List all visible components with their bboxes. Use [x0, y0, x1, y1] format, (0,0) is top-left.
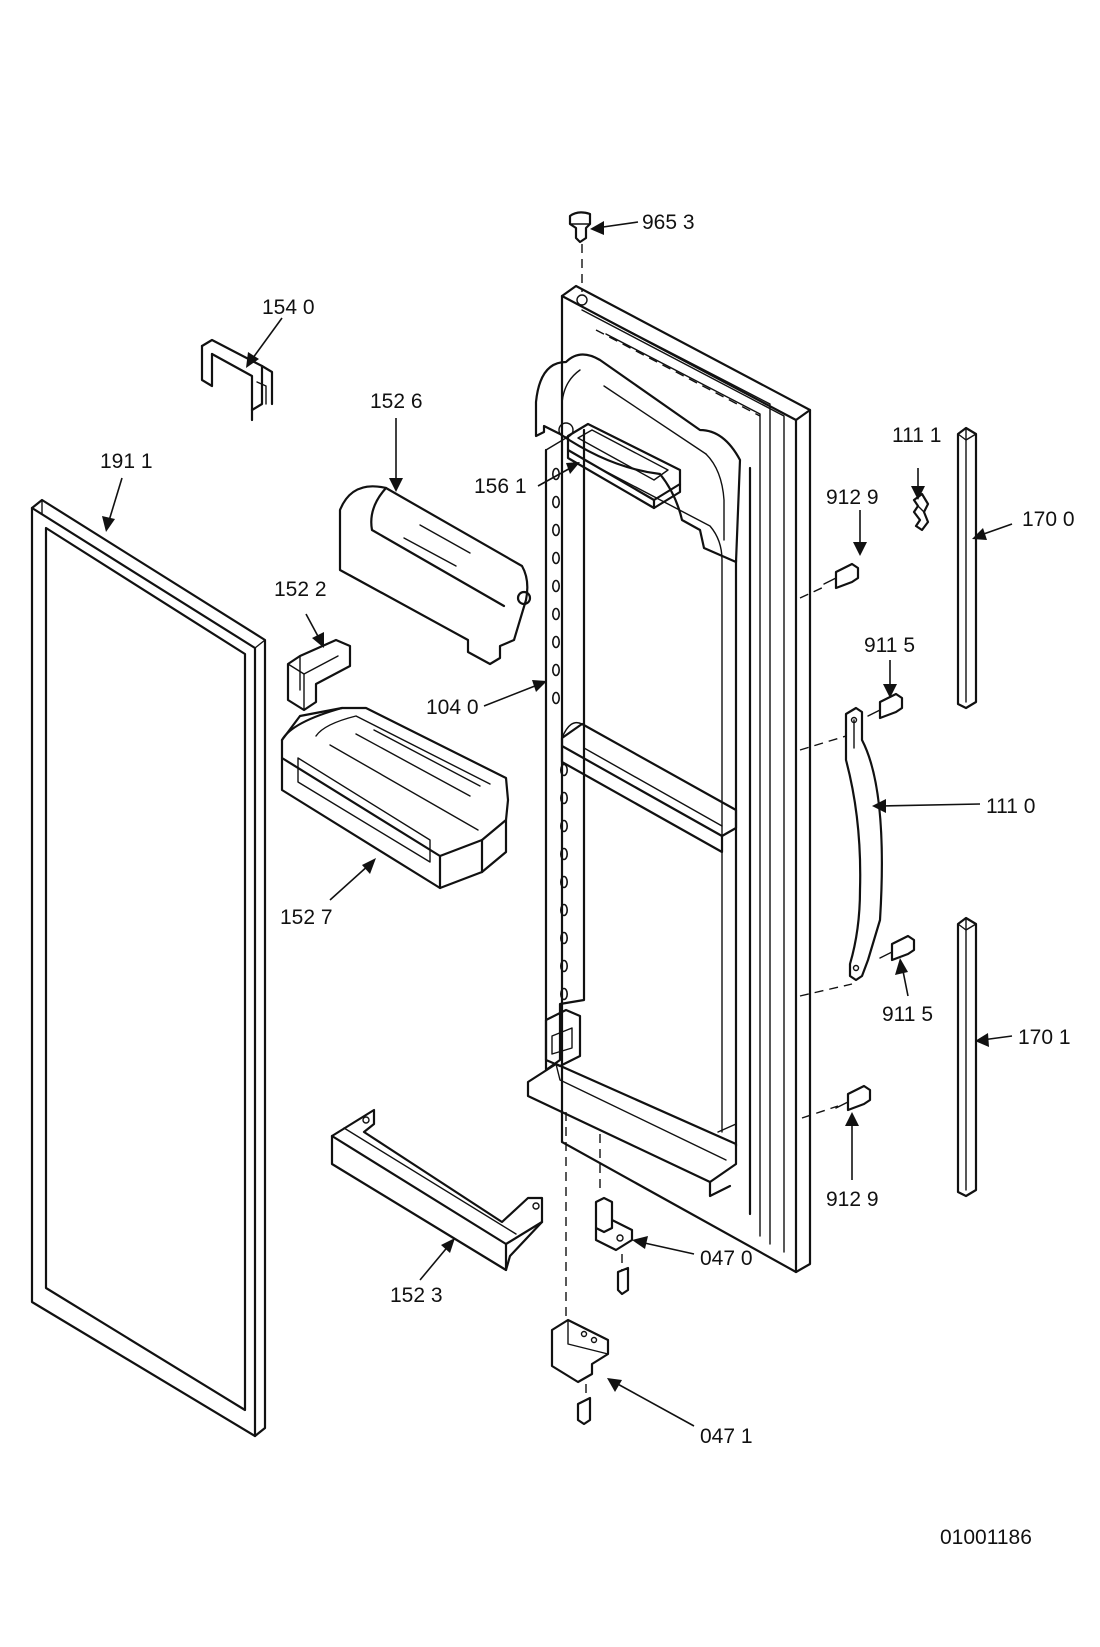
- door-panel: [526, 284, 812, 1274]
- drawing-number: 01001186: [940, 1526, 1032, 1549]
- plug: [568, 211, 592, 292]
- callout-911-5-lower: 911 5: [882, 1003, 933, 1026]
- top-tray: [566, 422, 682, 510]
- small-bracket: [200, 338, 274, 422]
- callout-965-3: 965 3: [642, 211, 695, 234]
- callout-111-1: 111 1: [892, 424, 941, 447]
- door-bin: [280, 706, 510, 890]
- hinge-pin-upper: [594, 1134, 634, 1296]
- callout-152-2: 152 2: [274, 578, 327, 601]
- callout-152-7: 152 7: [280, 906, 333, 929]
- screw-911-5-upper: [867, 692, 904, 720]
- callout-152-3: 152 3: [390, 1284, 443, 1307]
- callout-111-0: 111 0: [986, 795, 1035, 818]
- shelf-holes: [551, 467, 568, 1001]
- callout-152-6: 152 6: [370, 390, 423, 413]
- lower-trim-strip: [956, 916, 978, 1198]
- dairy-compartment-cover: [338, 485, 532, 666]
- screw-912-9-lower: [801, 1084, 872, 1119]
- hinge-bracket-lower: [550, 1112, 610, 1426]
- callout-170-1: 170 1: [1018, 1026, 1071, 1049]
- callout-104-0: 104 0: [426, 696, 479, 719]
- callout-912-9-upper: 912 9: [826, 486, 879, 509]
- screw-912-9-upper: [799, 562, 860, 599]
- screw-911-5-lower: [879, 934, 916, 962]
- callout-170-0: 170 0: [1022, 508, 1075, 531]
- handle-clip: [912, 492, 930, 532]
- shelf-clip: [286, 638, 352, 712]
- callout-911-5-upper: 911 5: [864, 634, 915, 657]
- callout-labels: 965 3 154 0 152 6 191 1 156 1 111 1 912 …: [100, 211, 1075, 1448]
- callout-156-1: 156 1: [474, 475, 527, 498]
- callout-191-1: 191 1: [100, 450, 153, 473]
- upper-trim-strip: [956, 426, 978, 710]
- door-handle: [799, 706, 883, 997]
- door-gasket: [30, 498, 267, 1438]
- leader-lines: [102, 221, 1013, 1427]
- callout-154-0: 154 0: [262, 296, 315, 319]
- bottom-door-shelf: [330, 1108, 544, 1272]
- callout-912-9-lower: 912 9: [826, 1188, 879, 1211]
- callout-047-1: 047 1: [700, 1425, 753, 1448]
- callout-047-0: 047 0: [700, 1247, 753, 1270]
